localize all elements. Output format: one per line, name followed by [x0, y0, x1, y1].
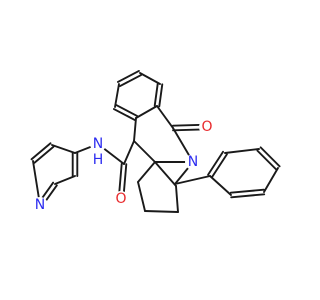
bond-C6-C5: [114, 83, 120, 108]
bond-Ph5-Ph6: [230, 193, 266, 199]
bonds: [30, 70, 281, 213]
bond-C8a-C8: [153, 82, 159, 107]
bond-Py5-Py6: [33, 145, 55, 164]
atom-o-carbonyl-ring: O: [199, 119, 215, 135]
bond-Py2-Py3: [54, 175, 76, 185]
atom-n-lactam-label: N: [188, 154, 198, 170]
bond-Ph3-Ph4: [259, 146, 281, 168]
bond-C8-C7: [139, 72, 161, 85]
atom-h-amide-label: H: [93, 152, 104, 168]
bond-C5-C4a: [112, 108, 136, 121]
bond-Ph3-Ph4: [256, 149, 278, 171]
bond-Py6-Py1: [51, 144, 76, 154]
atom-n-lactam: N: [185, 154, 201, 170]
atom-h-amide: H: [91, 152, 105, 168]
bond-C5-C4a: [115, 104, 139, 117]
bond-Ph6-Ph1: [209, 175, 232, 196]
bond-Ph4-Ph5: [263, 167, 279, 193]
bond-C8a-C8: [158, 83, 164, 108]
atom-n-amide-label: N: [93, 136, 103, 152]
atom-n-pyridine: N: [32, 197, 48, 213]
bond-Ph5-Ph6: [229, 188, 265, 194]
molecule-structure: O N N H O N: [30, 70, 281, 213]
bond-Cp1-Cp2: [137, 181, 146, 212]
bond-C7-C6: [116, 70, 140, 83]
atom-n-amide: N: [90, 136, 106, 152]
bond-C4-Cam: [123, 140, 135, 165]
bond-C4-C4a: [133, 117, 137, 142]
bond-Ca-Ph1: [174, 175, 211, 185]
bond-C7-C6: [119, 74, 143, 87]
bond-Py5-Py6: [30, 142, 52, 161]
molecule-diagram: O N N H O N: [30, 70, 281, 213]
bond-Ph2-Ph3: [224, 148, 260, 154]
bond-Ph1-Ph2: [210, 153, 228, 179]
atom-o-carbonyl-ring-label: O: [201, 119, 212, 135]
bond-Cp2-Cp3: [144, 210, 179, 213]
bond-C8a-C1: [156, 105, 174, 129]
atom-o-amide-label: O: [115, 191, 126, 207]
bond-Cp3-Cp4: [175, 185, 179, 213]
atom-labels: O N N H O N: [32, 119, 215, 213]
bond-C3-Cp1: [137, 161, 156, 183]
atom-o-amide: O: [113, 191, 129, 207]
bond-C3-C4: [133, 140, 156, 163]
bond-C4a-C8a: [135, 105, 158, 119]
atom-n-pyridine-label: N: [35, 197, 45, 213]
bond-Cp4-C3: [154, 161, 177, 187]
bond-Ph1-Ph2: [207, 150, 225, 176]
